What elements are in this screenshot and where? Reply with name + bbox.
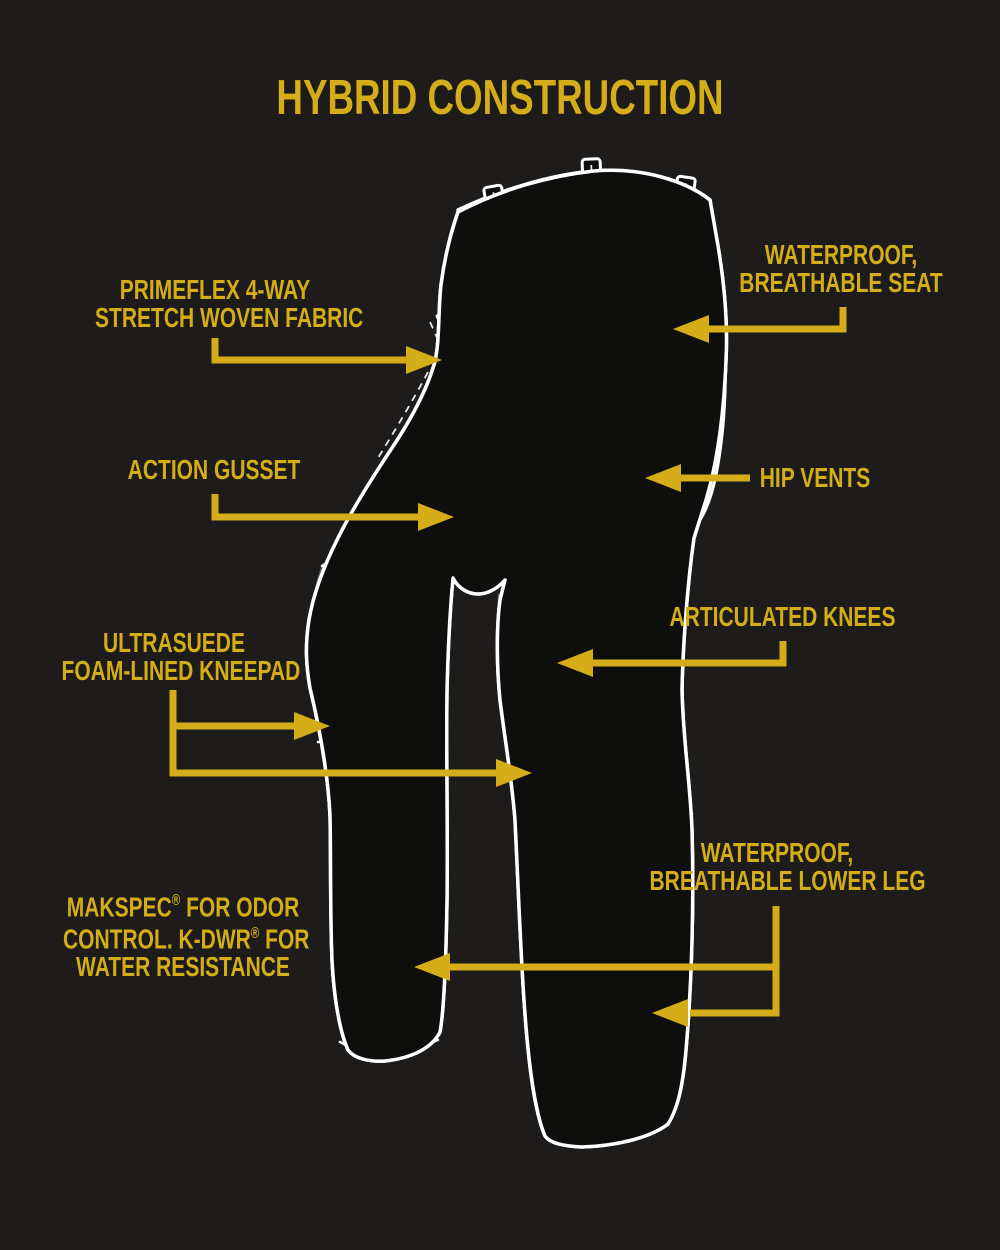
callout-line: WATERPROOF, xyxy=(700,837,854,868)
callout-line: ARTICULATED KNEES xyxy=(669,601,896,632)
connector-hip-vents xyxy=(645,464,750,492)
callout-line: BREATHABLE SEAT xyxy=(739,267,943,298)
callout-line: STRETCH WOVEN FABRIC xyxy=(95,302,364,333)
callout-primeflex: PRIMEFLEX 4-WAY STRETCH WOVEN FABRIC xyxy=(95,274,364,333)
callout-line: BREATHABLE LOWER LEG xyxy=(649,865,926,896)
pants-line-art xyxy=(304,157,729,1149)
connector-primeflex xyxy=(211,338,442,374)
callout-line: MAKSPEC® FOR ODOR xyxy=(66,891,300,923)
callout-line: FOAM-LINED KNEEPAD xyxy=(61,655,301,686)
callout-line: PRIMEFLEX 4-WAY xyxy=(119,274,311,305)
callout-kneepad: ULTRASUEDE FOAM-LINED KNEEPAD xyxy=(61,627,301,686)
callout-action-gusset: ACTION GUSSET xyxy=(109,456,319,484)
callout-line: ACTION GUSSET xyxy=(127,454,301,485)
callout-line: WATERPROOF, xyxy=(764,239,918,270)
connector-lower-leg xyxy=(414,906,780,1027)
callout-waterproof-lower-leg: WATERPROOF, BREATHABLE LOWER LEG xyxy=(649,837,926,896)
page-title: HYBRID CONSTRUCTION xyxy=(276,71,724,125)
callout-line: CONTROL. K-DWR® FOR xyxy=(63,923,310,955)
callout-hip-vents: HIP VENTS xyxy=(740,464,890,492)
connector-kneepad xyxy=(169,690,532,787)
callout-articulated-knees: ARTICULATED KNEES xyxy=(669,601,896,632)
callout-waterproof-seat: WATERPROOF, BREATHABLE SEAT xyxy=(729,241,954,297)
callout-makspec: MAKSPEC® FOR ODOR CONTROL. K-DWR® FOR WA… xyxy=(63,888,310,982)
connector-action-gusset xyxy=(211,494,454,531)
connector-seat xyxy=(673,307,847,343)
callout-line: WATER RESISTANCE xyxy=(76,950,290,982)
callout-connectors xyxy=(169,307,847,1027)
connector-articulated-knees xyxy=(557,641,787,677)
callout-line: ULTRASUEDE xyxy=(103,627,245,658)
callout-line: HIP VENTS xyxy=(759,462,871,493)
